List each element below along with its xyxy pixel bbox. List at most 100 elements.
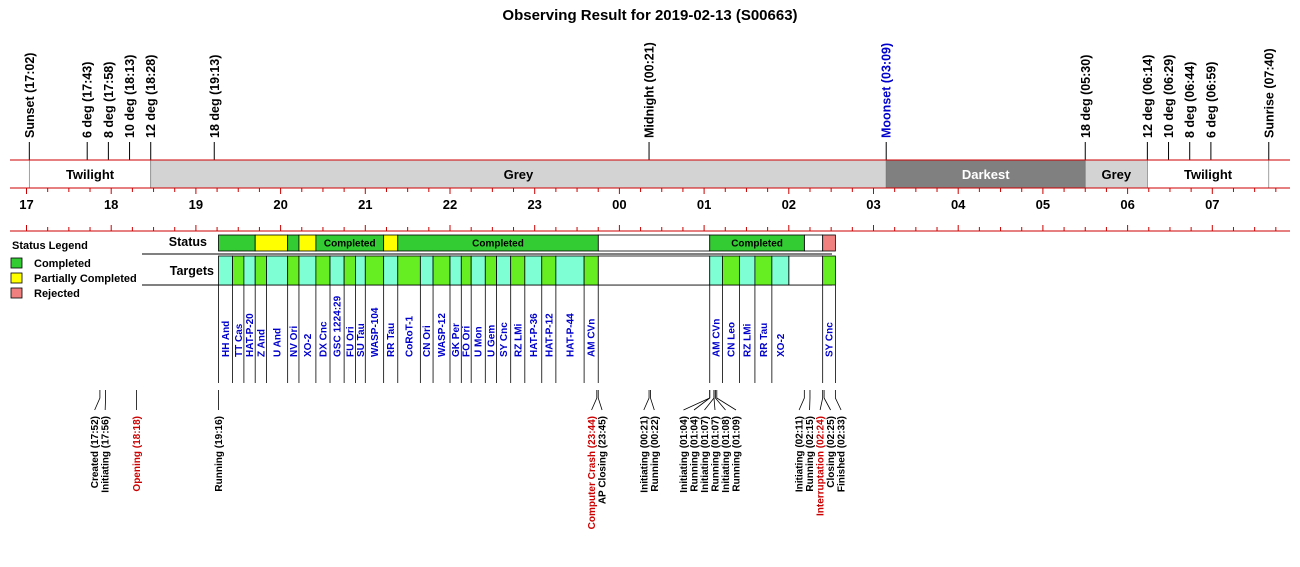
hour-label: 19 (189, 197, 203, 212)
target-block (470, 255, 486, 286)
log-event-leader (714, 390, 726, 411)
log-event-label: Running (19:16) (214, 416, 225, 492)
log-event-label: Initiating (01:07) (700, 416, 711, 493)
legend-swatch (10, 257, 23, 269)
status-segment (709, 234, 805, 252)
target-name: CN Ori (422, 325, 433, 357)
log-event-label: Closing (02:25) (826, 416, 837, 488)
hour-label: 06 (1120, 197, 1134, 212)
hour-label: 00 (612, 197, 626, 212)
target-name: HAT-P-44 (565, 313, 576, 357)
sky-band-label: Twilight (66, 167, 115, 182)
log-event-label: Running (01:04) (689, 416, 700, 492)
target-block (243, 255, 256, 286)
sky-band-label: Darkest (962, 167, 1010, 182)
log-event-label: Running (00:22) (650, 416, 661, 492)
target-block (266, 255, 289, 286)
log-event-label: Running (02:15) (805, 416, 816, 492)
target-name: RZ LMi (513, 323, 524, 357)
target-block (484, 255, 497, 286)
target-name: XO-2 (303, 333, 314, 357)
sun-event-label: 10 deg (18:13) (123, 55, 137, 138)
target-name: AM CVn (712, 319, 723, 357)
target-name: DX Cnc (318, 321, 329, 357)
target-name: TT Cas (234, 323, 245, 357)
target-gap (597, 255, 711, 286)
target-block (754, 255, 773, 286)
target-block (722, 255, 740, 286)
status-row-label: Status (169, 235, 207, 249)
sun-event-label: Sunset (17:02) (23, 53, 37, 138)
hour-label: 20 (273, 197, 287, 212)
target-name: RZ LMi (743, 323, 754, 357)
sun-event-label: Midnight (00:21) (643, 42, 657, 138)
target-name: SY Cnc (825, 322, 836, 357)
log-event-leader (819, 390, 824, 411)
target-name: CoRoT-1 (405, 315, 416, 357)
sun-event-label: 8 deg (06:44) (1183, 62, 1197, 138)
hour-label: 05 (1036, 197, 1050, 212)
target-name: U Mon (474, 326, 485, 357)
log-event-label: Initiating (02:11) (795, 416, 806, 492)
hour-label: 17 (19, 197, 33, 212)
status-segment (298, 234, 317, 252)
target-block (315, 255, 331, 286)
target-name: HH And (221, 321, 232, 357)
sky-band (885, 159, 1086, 189)
log-event-leader (823, 390, 831, 411)
log-event-label: Running (01:09) (731, 416, 742, 492)
log-event-leader (713, 390, 716, 411)
target-block (449, 255, 462, 286)
status-segment-label: Completed (472, 239, 524, 250)
hour-label: 07 (1205, 197, 1219, 212)
hour-label: 01 (697, 197, 711, 212)
hour-label: 04 (951, 197, 966, 212)
sky-band (1147, 159, 1270, 189)
status-segment (287, 234, 300, 252)
log-event-label: Finished (02:33) (837, 416, 848, 492)
target-block (822, 255, 836, 286)
target-block (432, 255, 451, 286)
log-event-label: AP Closing (23:45) (598, 416, 609, 504)
target-name: HAT-P-20 (245, 313, 256, 357)
status-gap (597, 234, 711, 252)
target-block (343, 255, 356, 286)
targets-row-label: Targets (170, 264, 214, 278)
status-segment (254, 234, 289, 252)
sky-band-label: Grey (1101, 167, 1131, 182)
log-event-label: Initiating (17:56) (101, 416, 112, 493)
status-segment (397, 234, 599, 252)
target-block (460, 255, 472, 286)
sun-event-label: 6 deg (06:59) (1204, 62, 1218, 138)
target-block (298, 255, 317, 286)
target-name: WASP-12 (437, 313, 448, 357)
target-name: GK Per (451, 323, 462, 357)
sky-band-label: Grey (504, 167, 534, 182)
target-name: Z And (256, 329, 267, 357)
target-block (771, 255, 790, 286)
target-name: SU Tau (356, 323, 367, 357)
log-event-label: Computer Crash (23:44) (587, 416, 598, 529)
log-event-leader (834, 390, 842, 411)
hour-label: 21 (358, 197, 372, 212)
target-block (254, 255, 267, 286)
target-name: RR Tau (386, 323, 397, 357)
sun-event-label: 18 deg (19:13) (208, 55, 222, 138)
log-event-label: Opening (18:18) (132, 416, 143, 492)
status-segment-label: Completed (324, 239, 376, 250)
target-gap (788, 255, 824, 286)
hour-label: 03 (866, 197, 880, 212)
target-name: AM CVn (587, 319, 598, 357)
target-name: HAT-P-36 (529, 313, 540, 357)
sun-event-label: Sunrise (07:40) (1262, 48, 1276, 138)
target-block (218, 255, 234, 286)
target-name: NV Ori (289, 326, 300, 357)
log-event-leader (591, 390, 598, 411)
log-event-leader (597, 390, 603, 411)
hour-label: 18 (104, 197, 118, 212)
sun-event-label: 10 deg (06:29) (1162, 55, 1176, 138)
log-event-label: Initiating (00:21) (639, 416, 650, 493)
target-block (383, 255, 399, 286)
sun-event-label: 18 deg (05:30) (1079, 55, 1093, 138)
